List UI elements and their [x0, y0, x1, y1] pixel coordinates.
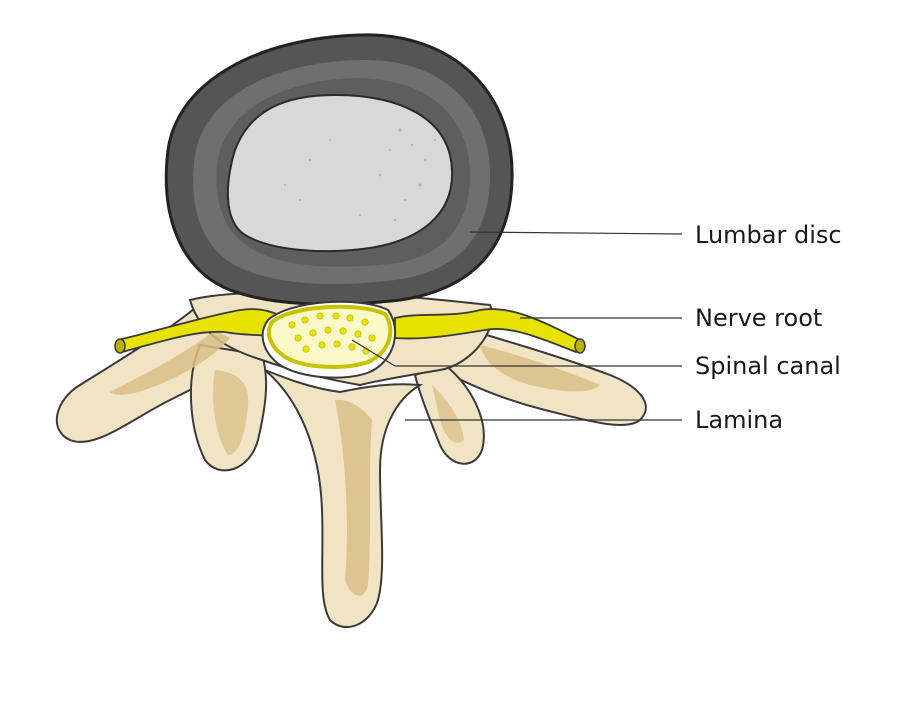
- label-lumbar-disc: Lumbar disc: [695, 221, 842, 249]
- leader-lumbar-disc: [469, 231, 683, 235]
- labels: Lumbar disc Nerve root Spinal canal Lami…: [695, 221, 842, 434]
- left-nerve-root-end: [114, 338, 126, 354]
- spinal-canal: [261, 300, 397, 379]
- label-spinal-canal: Spinal canal: [695, 352, 841, 380]
- left-facet-shading: [213, 370, 249, 455]
- right-process-shading: [480, 345, 600, 392]
- disc-nucleus: [227, 93, 454, 253]
- right-facet-shading: [432, 385, 464, 443]
- lumbar-disc: [164, 33, 514, 306]
- lamina-shading: [335, 399, 372, 596]
- left-process-shading: [110, 330, 230, 395]
- leader-lines: [351, 231, 683, 421]
- disc-nucleus-speckles: [284, 128, 436, 222]
- cauda-equina-dots: [288, 312, 376, 355]
- right-nerve-root-end: [574, 338, 586, 354]
- label-nerve-root: Nerve root: [695, 304, 822, 332]
- label-lamina: Lamina: [695, 406, 783, 434]
- spinal-cord-sac: [267, 304, 393, 369]
- nerve-roots: [114, 308, 586, 354]
- leader-spinal-canal: [351, 339, 682, 367]
- spinous-process: [264, 369, 424, 629]
